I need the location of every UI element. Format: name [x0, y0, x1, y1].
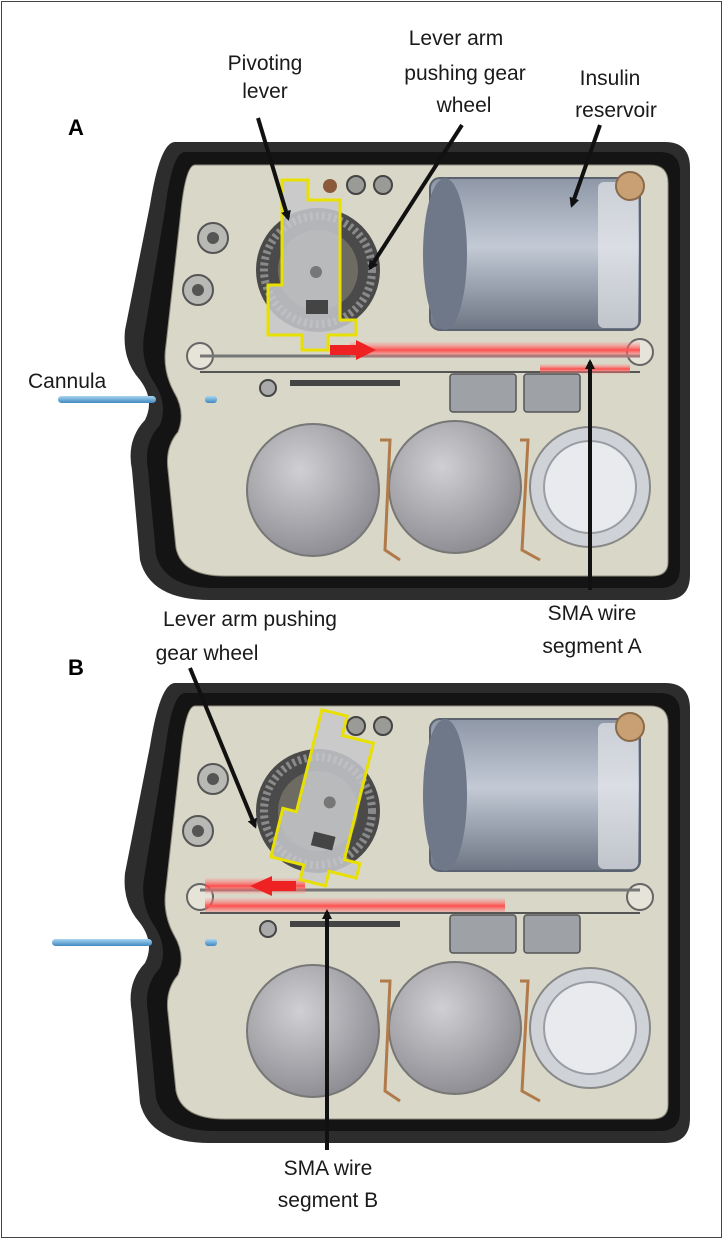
panel-a-label: A — [68, 115, 84, 140]
label-arrows-a — [256, 117, 602, 590]
wire-clip-icon — [290, 373, 581, 413]
label-lever-arm-line2: pushing gear — [404, 62, 525, 85]
label-lever-arm-b-line2: gear wheel — [156, 642, 259, 665]
label-lever-arm-line1: Lever arm — [409, 27, 504, 50]
sma-wire-a — [200, 342, 640, 374]
insulin-reservoir-icon — [423, 712, 645, 872]
label-insulin-reservoir-line1: Insulin — [580, 67, 641, 90]
label-sma-wire-b-line1: SMA wire — [284, 1157, 373, 1180]
label-arrows-b — [188, 667, 332, 1150]
label-insulin-reservoir-line2: reservoir — [575, 99, 657, 122]
panel-b-label: B — [68, 655, 84, 680]
label-pivoting-lever-line1: Pivoting — [228, 52, 303, 75]
label-sma-wire-b-line2: segment B — [278, 1189, 378, 1212]
battery-icon — [246, 961, 651, 1103]
battery-icon — [246, 420, 651, 562]
panel-a: A — [28, 27, 691, 658]
label-pivoting-lever-line2: lever — [242, 80, 288, 103]
insulin-reservoir-icon — [423, 171, 645, 331]
pivoting-lever-b — [268, 707, 376, 888]
cannula-needle-icon — [52, 939, 217, 946]
label-cannula: Cannula — [28, 370, 107, 393]
label-lever-arm-line3: wheel — [436, 94, 492, 117]
red-arrow-b — [250, 876, 296, 896]
label-sma-wire-a-line1: SMA wire — [548, 602, 637, 625]
label-lever-arm-b-line1: Lever arm pushing — [163, 608, 337, 631]
panel-b: B — [52, 608, 691, 1212]
cannula-needle-icon — [58, 396, 217, 403]
label-sma-wire-a-line2: segment A — [542, 635, 641, 658]
pivoting-lever-a — [266, 178, 358, 352]
red-arrow-a — [330, 340, 376, 360]
wire-clip-icon — [290, 914, 581, 954]
